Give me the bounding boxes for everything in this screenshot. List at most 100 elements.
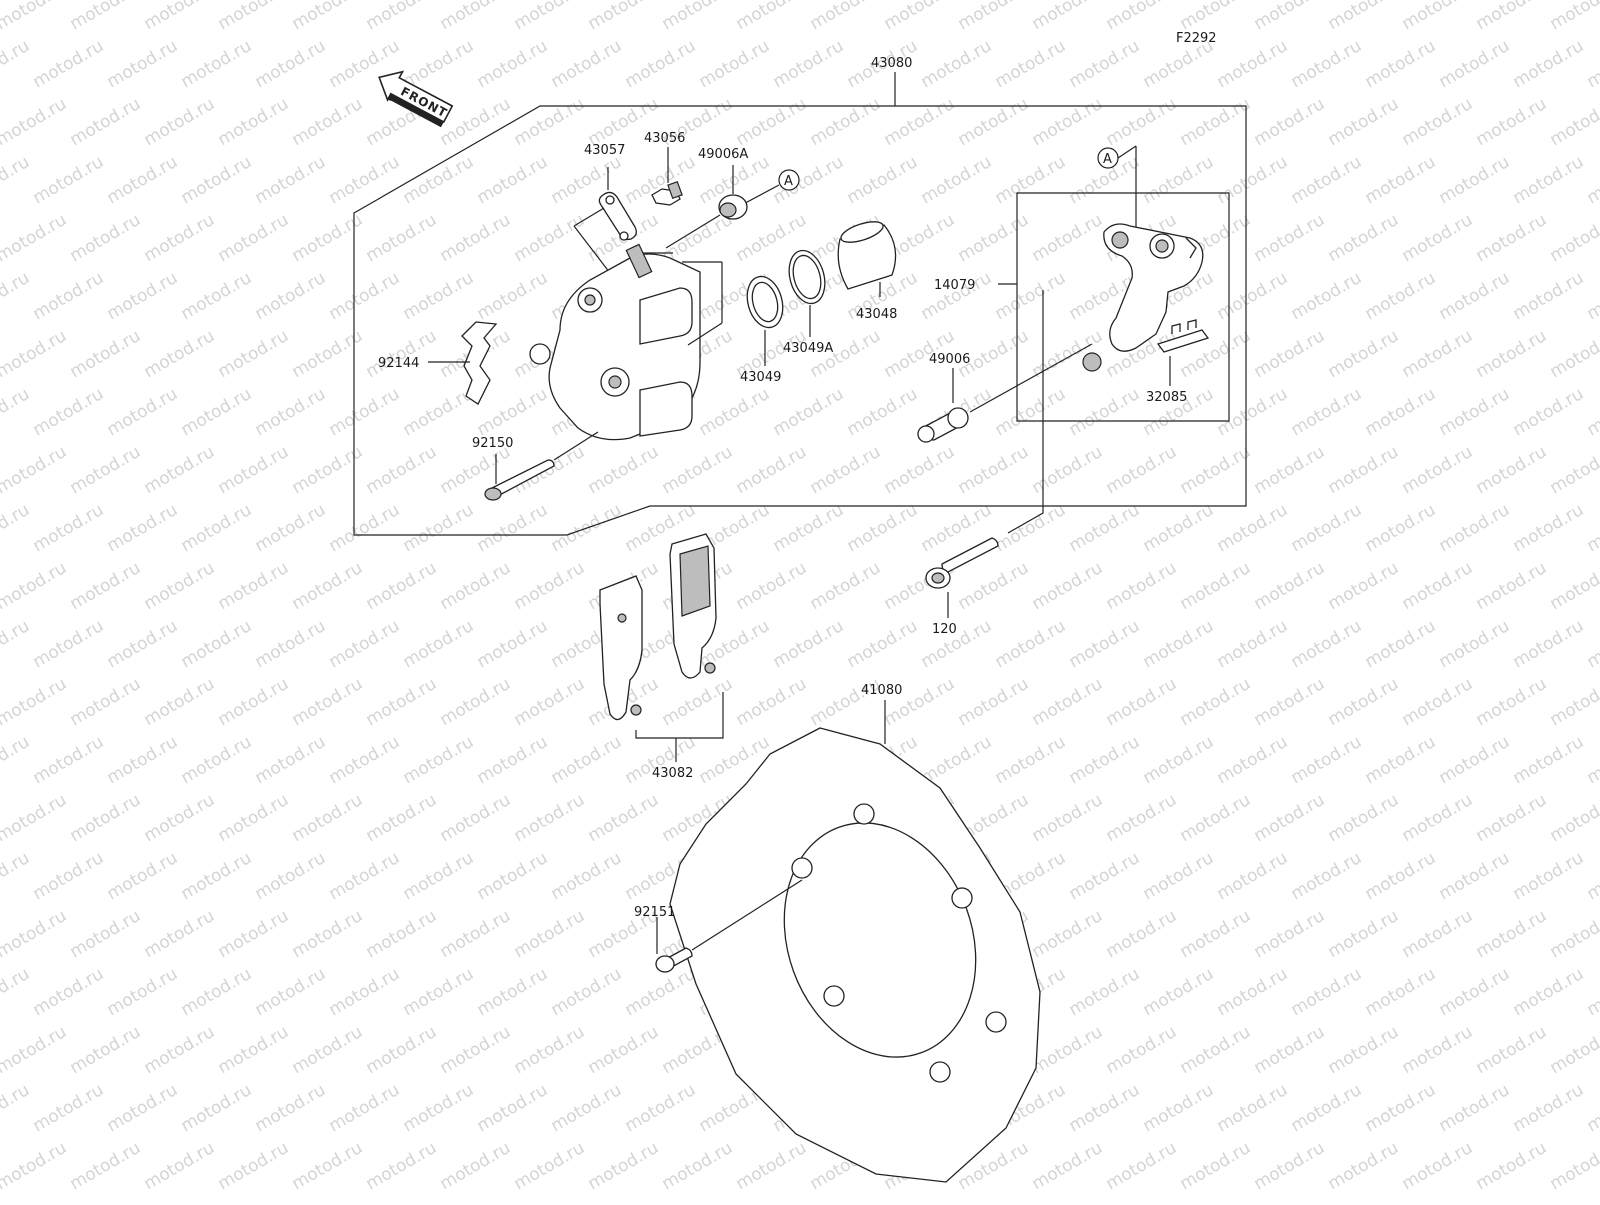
watermark-text: motod.ru [1325,790,1403,846]
label-43080: 43080 [871,56,912,71]
watermark-text: motod.ru [1436,1196,1514,1200]
watermark-text: motod.ru [659,0,737,34]
label-41080: 41080 [861,683,902,698]
watermark-text: motod.ru [1584,848,1600,904]
watermark-text: motod.ru [1177,558,1255,614]
watermark-text: motod.ru [30,848,108,904]
watermark-text: motod.ru [1473,906,1551,962]
label-43049a: 43049A [783,341,833,356]
watermark-text: motod.ru [30,964,108,1020]
watermark-text: motod.ru [1436,268,1514,324]
watermark-text: motod.ru [104,616,182,672]
watermark-text: motod.ru [992,268,1070,324]
watermark-text: motod.ru [104,732,182,788]
watermark-text: motod.ru [918,1196,996,1200]
watermark-text: motod.ru [67,558,145,614]
watermark-text: motod.ru [326,1080,404,1136]
watermark-text: motod.ru [1288,384,1366,440]
watermark-text: motod.ru [696,1196,774,1200]
watermark-text: motod.ru [1399,674,1477,730]
watermark-text: motod.ru [696,384,774,440]
watermark-text: motod.ru [0,1022,70,1078]
watermark-text: motod.ru [289,0,367,34]
watermark-text: motod.ru [1436,36,1514,92]
watermark-text: motod.ru [178,384,256,440]
watermark-text: motod.ru [1436,500,1514,556]
watermark-text: motod.ru [1288,1080,1366,1136]
watermark-text: motod.ru [1473,442,1551,498]
label-43057: 43057 [584,143,625,158]
watermark-text: motod.ru [363,0,441,34]
watermark-text: motod.ru [1547,1022,1600,1078]
watermark-text: motod.ru [1362,1196,1440,1200]
watermark-text: motod.ru [178,268,256,324]
watermark-text: motod.ru [1584,1196,1600,1200]
watermark-text: motod.ru [1103,442,1181,498]
watermark-text: motod.ru [1473,210,1551,266]
watermark-text: motod.ru [141,790,219,846]
watermark-text: motod.ru [30,268,108,324]
watermark-text: motod.ru [0,1196,33,1200]
watermark-text: motod.ru [178,500,256,556]
watermark-text: motod.ru [1288,964,1366,1020]
watermark-text: motod.ru [437,0,515,34]
watermark-text: motod.ru [733,94,811,150]
watermark-text: motod.ru [844,384,922,440]
watermark-text: motod.ru [252,964,330,1020]
watermark-text: motod.ru [141,906,219,962]
watermark-text: motod.ru [1029,558,1107,614]
watermark-text: motod.ru [696,36,774,92]
watermark-text: motod.ru [215,94,293,150]
watermark-text: motod.ru [733,674,811,730]
watermark-text: motod.ru [0,790,70,846]
watermark-text: motod.ru [733,1138,811,1194]
watermark-text: motod.ru [252,1196,330,1200]
watermark-text: motod.ru [770,1196,848,1200]
watermark-text: motod.ru [67,326,145,382]
watermark-text: motod.ru [1214,848,1292,904]
watermark-text: motod.ru [326,1196,404,1200]
watermark-text: motod.ru [659,442,737,498]
watermark-text: motod.ru [437,1022,515,1078]
watermark-text: motod.ru [1140,500,1218,556]
watermark-text: motod.ru [215,906,293,962]
watermark-text: motod.ru [1584,732,1600,788]
watermark-text: motod.ru [1362,500,1440,556]
watermark-text: motod.ru [992,1196,1070,1200]
watermark-text: motod.ru [363,326,441,382]
watermark-text: motod.ru [548,732,626,788]
ref-marker-a-left: A [779,170,799,190]
watermark-text: motod.ru [1547,94,1600,150]
watermark-text: motod.ru [1399,326,1477,382]
watermark-text: motod.ru [0,210,70,266]
watermark-text: motod.ru [67,0,145,34]
watermark-text: motod.ru [289,1022,367,1078]
watermark-text: motod.ru [30,384,108,440]
watermark-text: motod.ru [1325,1022,1403,1078]
watermark-text: motod.ru [178,36,256,92]
watermark-text: motod.ru [0,500,33,556]
watermark-text: motod.ru [252,152,330,208]
watermark-text: motod.ru [992,616,1070,672]
watermark-text: motod.ru [474,964,552,1020]
watermark-text: motod.ru [326,964,404,1020]
watermark-text: motod.ru [733,442,811,498]
watermark-text: motod.ru [1214,152,1292,208]
watermark-text: motod.ru [955,0,1033,34]
watermark-text: motod.ru [141,558,219,614]
watermark-text: motod.ru [141,94,219,150]
watermark-text: motod.ru [141,210,219,266]
watermark-text: motod.ru [326,152,404,208]
watermark-text: motod.ru [1214,384,1292,440]
watermark-text: motod.ru [474,1196,552,1200]
watermark-text: motod.ru [1214,500,1292,556]
watermark-text: motod.ru [252,1080,330,1136]
watermark-text: motod.ru [1473,790,1551,846]
watermark-text: motod.ru [1251,442,1329,498]
watermark-text: motod.ru [622,1196,700,1200]
watermark-text: motod.ru [104,152,182,208]
watermark-text: motod.ru [326,616,404,672]
watermark-text: motod.ru [1473,94,1551,150]
watermark-text: motod.ru [0,36,33,92]
